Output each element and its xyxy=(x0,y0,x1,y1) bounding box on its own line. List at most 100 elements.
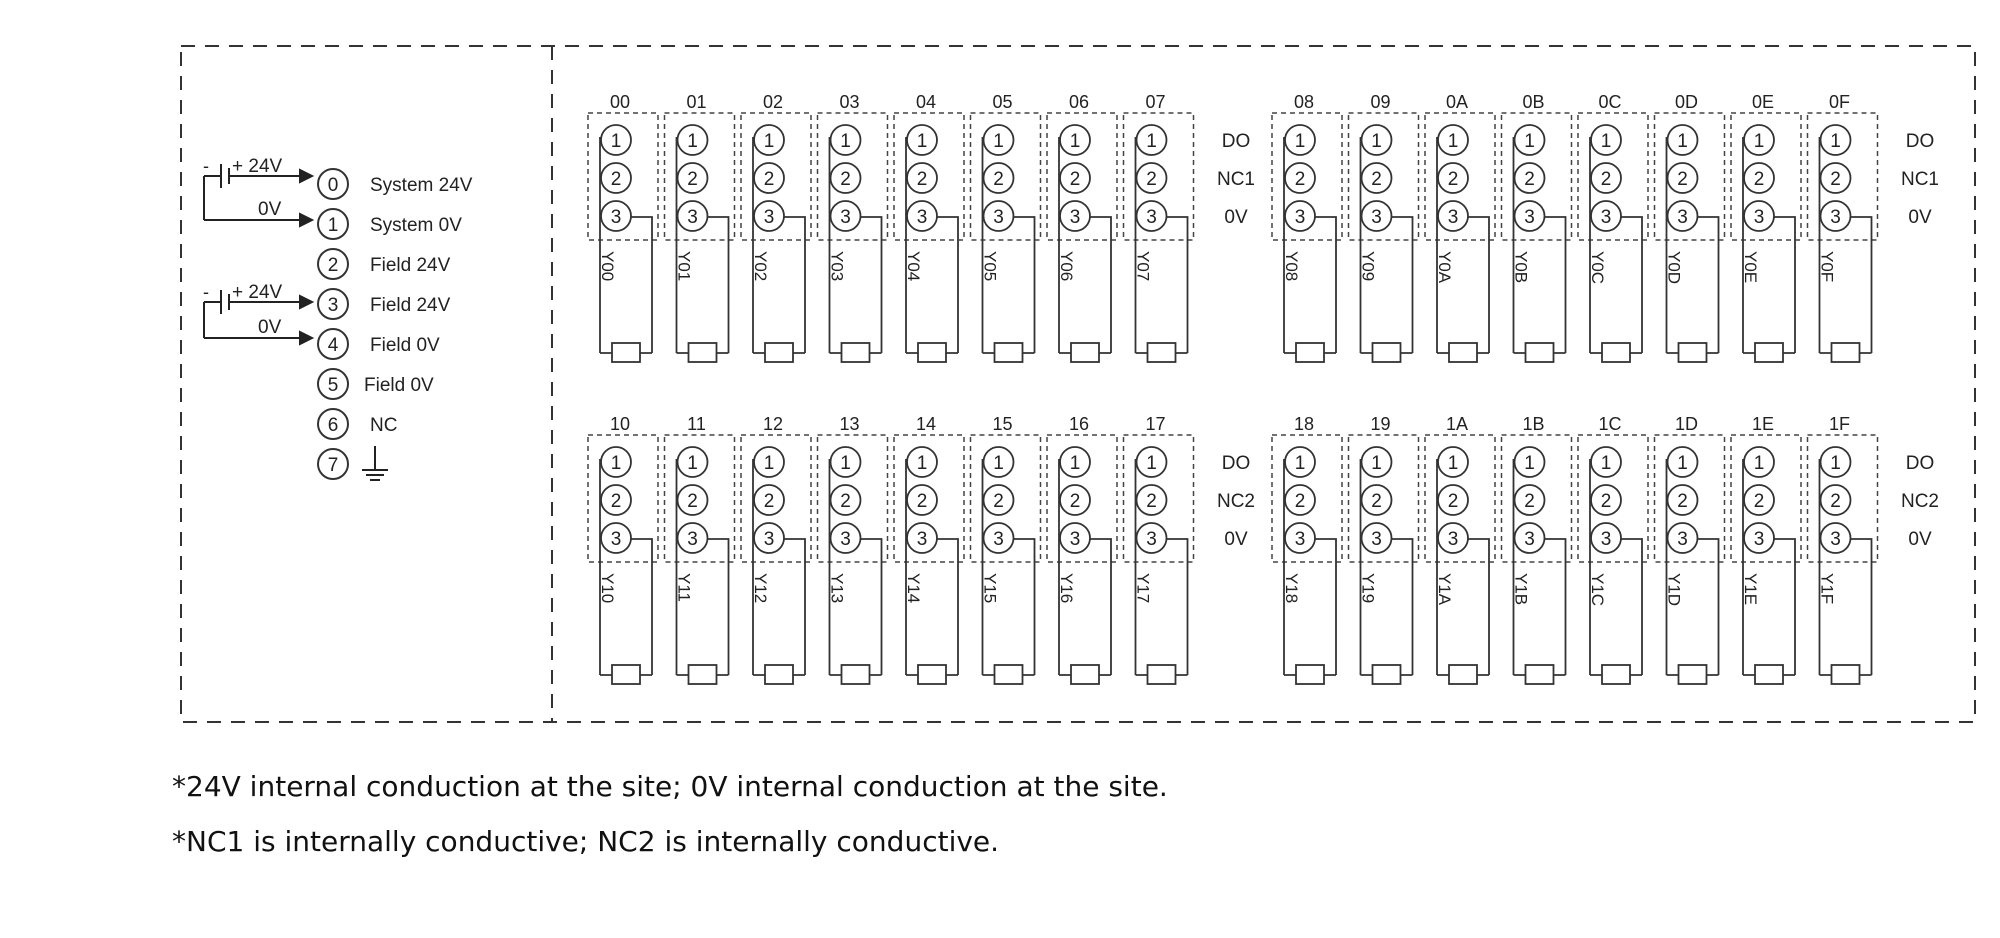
terminal-pin xyxy=(906,162,938,194)
load-resistor xyxy=(1677,342,1708,363)
load-resistor xyxy=(764,342,794,363)
pin-number: 1 xyxy=(328,215,339,236)
terminal-pin-number: 1 xyxy=(917,131,928,152)
terminal-pin xyxy=(1743,484,1775,516)
terminal-pin-number: 3 xyxy=(1754,529,1765,550)
terminal-pin-number: 3 xyxy=(1070,207,1081,228)
channel-number: 07 xyxy=(1145,92,1165,112)
terminal-pin xyxy=(1590,446,1622,478)
output-label: Y1E xyxy=(1741,573,1760,605)
terminal-pin-number: 1 xyxy=(1524,131,1535,152)
terminal-pin xyxy=(753,446,785,478)
pin-circle xyxy=(317,448,349,480)
channel-number: 0F xyxy=(1829,92,1850,112)
terminal-pin xyxy=(1590,200,1622,232)
terminal-pin xyxy=(982,200,1015,232)
terminal-pin xyxy=(1590,522,1622,554)
output-label: Y04 xyxy=(904,251,923,281)
terminal-pin-number: 3 xyxy=(840,207,851,228)
channel-number: 19 xyxy=(1370,414,1390,434)
terminal-pin xyxy=(1284,200,1316,232)
terminal-pin-number: 2 xyxy=(1830,169,1841,190)
terminal-pin-number: 2 xyxy=(687,169,698,190)
rail-label: DO xyxy=(1906,131,1935,152)
terminal-pin xyxy=(1437,200,1469,232)
terminal-pin-number: 2 xyxy=(1601,169,1612,190)
rail-label: 0V xyxy=(1224,529,1248,550)
pin-circle xyxy=(317,328,349,360)
pin-circle xyxy=(317,168,349,200)
terminal-pin-number: 3 xyxy=(1295,529,1306,550)
terminal-pin xyxy=(1360,446,1393,478)
output-label: Y12 xyxy=(751,573,770,603)
terminal-pin-number: 1 xyxy=(1146,131,1157,152)
terminal-pin-number: 2 xyxy=(1601,491,1612,512)
load-resistor xyxy=(1754,342,1784,363)
terminal-pin-number: 2 xyxy=(1524,169,1535,190)
terminal-pin xyxy=(1059,522,1091,554)
terminal-pin xyxy=(1743,124,1775,156)
output-label: Y00 xyxy=(598,251,617,281)
terminal-pin-number: 1 xyxy=(764,131,775,152)
output-label: Y1C xyxy=(1588,573,1607,606)
load-resistor xyxy=(1371,664,1402,685)
terminal-pin-number: 3 xyxy=(1601,207,1612,228)
load-resistor xyxy=(764,664,794,685)
terminal-pin-number: 2 xyxy=(1448,491,1459,512)
terminal-pin-number: 1 xyxy=(993,453,1004,474)
terminal-pin xyxy=(676,484,709,516)
terminal-pin xyxy=(676,200,709,232)
channel-number: 03 xyxy=(839,92,859,112)
terminal-pin-number: 3 xyxy=(687,529,698,550)
channel-number: 11 xyxy=(687,414,706,434)
pin-label: Field 0V xyxy=(364,375,434,396)
pin-number: 2 xyxy=(328,255,339,276)
rail-label: NC2 xyxy=(1217,491,1255,512)
terminal-pin xyxy=(1743,200,1775,232)
terminal-pin-number: 2 xyxy=(993,169,1004,190)
terminal-pin-number: 1 xyxy=(1371,453,1382,474)
terminal-pin xyxy=(676,446,709,478)
pin-label: System 24V xyxy=(370,175,473,196)
terminal-pin-number: 2 xyxy=(764,169,775,190)
pin-circle xyxy=(317,408,349,440)
channel-number: 08 xyxy=(1294,92,1314,112)
load-resistor xyxy=(1524,664,1555,685)
terminal-pin xyxy=(1590,484,1622,516)
terminal-pin xyxy=(1437,124,1469,156)
terminal-pin xyxy=(1059,124,1091,156)
load-resistor xyxy=(1830,664,1861,685)
terminal-pin-number: 1 xyxy=(1448,131,1459,152)
terminal-pin xyxy=(1666,200,1699,232)
terminal-pin xyxy=(829,162,862,194)
terminal-pin xyxy=(1360,124,1393,156)
channel-number: 10 xyxy=(610,414,630,434)
output-label: Y1A xyxy=(1435,573,1454,606)
channel-group-0: 00123Y0001123Y0102123Y0203123Y0304123Y04… xyxy=(587,92,1255,363)
terminal-pin xyxy=(753,200,785,232)
terminal-pin-number: 2 xyxy=(611,169,622,190)
pin-number: 5 xyxy=(328,375,339,396)
pin-number: 4 xyxy=(328,335,339,356)
terminal-pin-number: 1 xyxy=(840,131,851,152)
terminal-pin-number: 2 xyxy=(1677,491,1688,512)
terminal-pin xyxy=(1513,124,1546,156)
terminal-pin-number: 2 xyxy=(687,491,698,512)
terminal-pin-number: 2 xyxy=(993,491,1004,512)
output-label: Y16 xyxy=(1057,573,1076,603)
terminal-pin xyxy=(1284,162,1316,194)
terminal-pin xyxy=(982,446,1015,478)
terminal-pin xyxy=(600,200,632,232)
terminal-pin xyxy=(1135,446,1168,478)
load-resistor xyxy=(1754,664,1784,685)
channel-number: 17 xyxy=(1145,414,1165,434)
terminal-pin-number: 2 xyxy=(1146,491,1157,512)
terminal-pin xyxy=(1819,522,1852,554)
